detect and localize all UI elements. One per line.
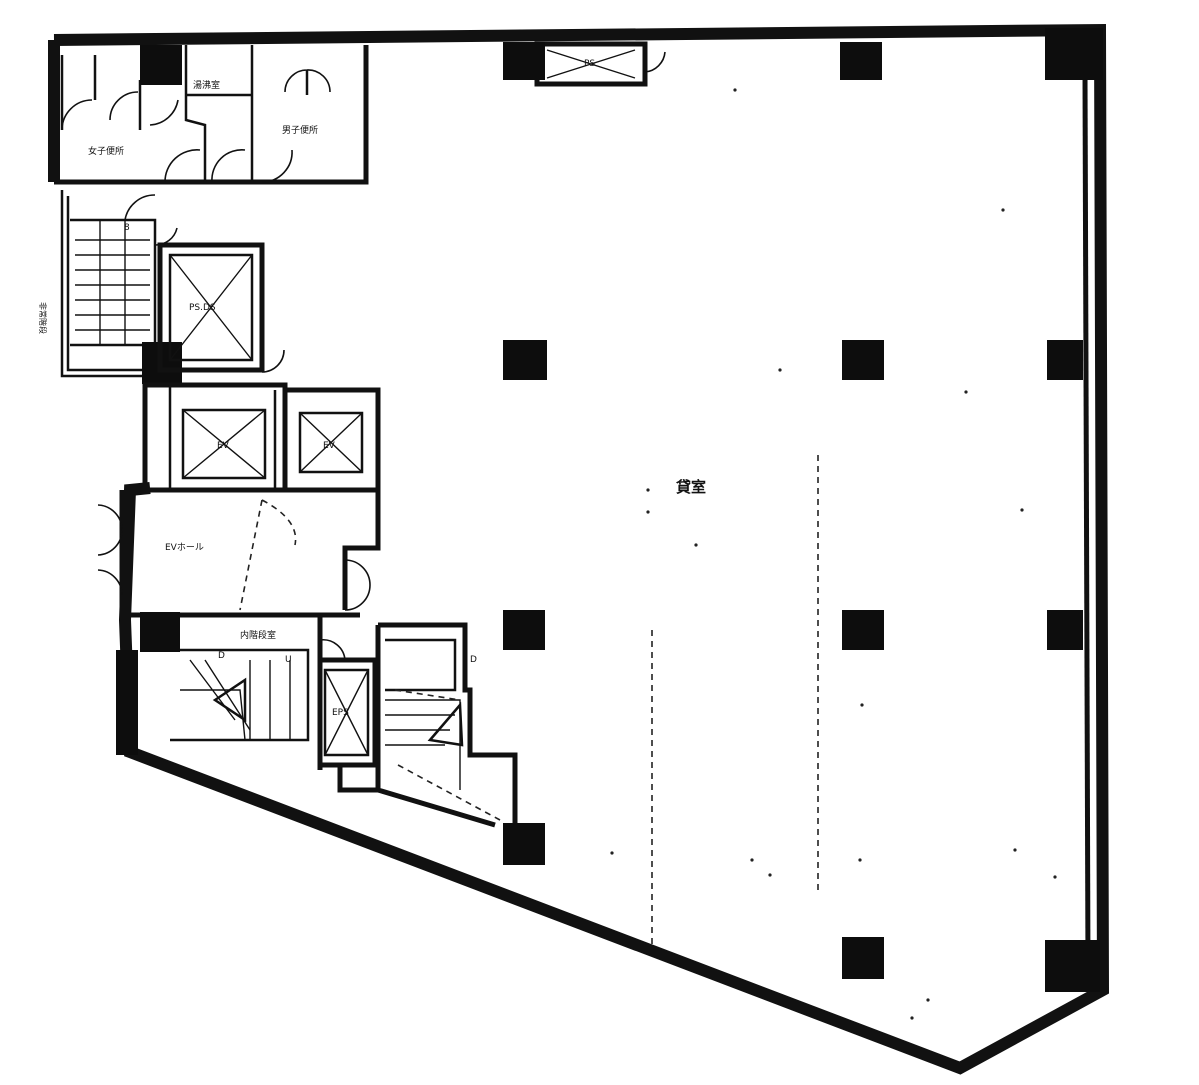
column: [1047, 610, 1083, 650]
labels: 貸室 女子便所 男子便所 湯沸室 PS PS.DS EV EV EVホール 内階…: [38, 59, 706, 718]
scan-artifacts: [610, 88, 1057, 1020]
restroom-block: [54, 45, 369, 185]
label-ps: PS: [584, 59, 595, 69]
eps-shaft: [320, 657, 380, 793]
column: [503, 823, 545, 865]
right-stair: [375, 622, 518, 828]
emergency-stair: [60, 190, 182, 384]
column: [116, 650, 138, 755]
label-office: 貸室: [676, 478, 706, 496]
label-stair-mark: 8: [124, 223, 130, 233]
column: [1045, 940, 1100, 992]
label-stair-d: D: [218, 651, 225, 661]
column: [1047, 340, 1083, 380]
column: [840, 42, 882, 80]
label-ev-1: EV: [217, 441, 230, 451]
label-stair-room: 内階段室: [240, 629, 276, 641]
column: [503, 340, 547, 380]
column: [842, 340, 884, 380]
ps-ds-shaft: [157, 242, 285, 373]
column: [503, 42, 545, 80]
label-emergency-stair: 非常階段: [38, 302, 48, 334]
label-stair-u: U: [285, 655, 292, 665]
column: [1045, 28, 1103, 80]
label-ps-ds: PS.DS: [189, 303, 216, 313]
label-womens-wc: 女子便所: [88, 145, 124, 157]
internal-stair: [124, 612, 346, 770]
label-mens-wc: 男子便所: [282, 124, 318, 136]
label-eps: EPS: [332, 708, 349, 718]
column: [503, 610, 545, 650]
elevator-block: [142, 382, 381, 493]
ps-top-shaft: [534, 41, 666, 87]
label-stair-d-right: D: [470, 655, 477, 665]
column: [842, 610, 884, 650]
column: [842, 937, 884, 979]
label-ev-2: EV: [323, 441, 336, 451]
outer-walls: [48, 23, 1110, 1075]
columns: [116, 28, 1103, 992]
label-ev-hall: EVホール: [165, 542, 204, 553]
label-washroom: 湯沸室: [193, 79, 220, 91]
elevator-hall: [97, 490, 381, 618]
